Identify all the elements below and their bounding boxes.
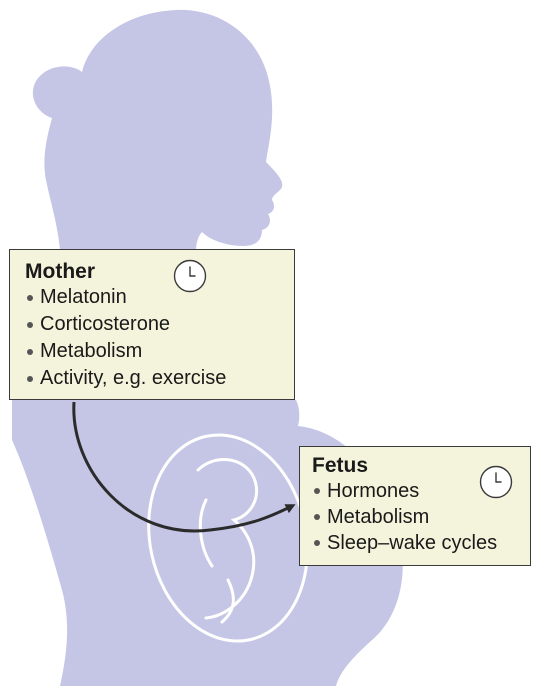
mother-list: Melatonin Corticosterone Metabolism Acti…	[25, 284, 294, 392]
clock-icon	[173, 259, 207, 293]
mother-box: Mother Melatonin Corticosterone Metaboli…	[9, 249, 295, 400]
fetus-box: Fetus Hormones Metabolism Sleep–wake cyc…	[299, 446, 531, 566]
list-item: Melatonin	[25, 284, 294, 311]
clock-icon	[479, 465, 513, 499]
list-item: Sleep–wake cycles	[312, 530, 530, 556]
list-item: Metabolism	[312, 504, 530, 530]
mother-title: Mother	[25, 259, 294, 284]
list-item: Metabolism	[25, 338, 294, 365]
list-item: Activity, e.g. exercise	[25, 365, 294, 392]
list-item: Corticosterone	[25, 311, 294, 338]
